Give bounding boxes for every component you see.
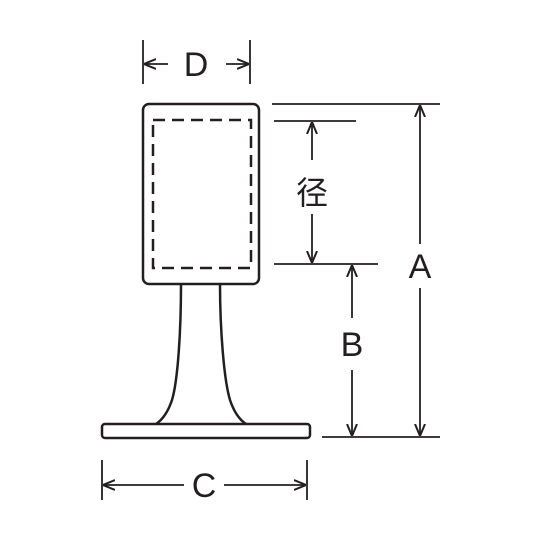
label-c: C — [192, 467, 217, 505]
socket-outer — [141, 102, 261, 286]
label-b: B — [341, 326, 364, 364]
stem — [155, 283, 247, 426]
label-d: D — [184, 46, 209, 84]
label-a: A — [409, 248, 432, 286]
socket-inner-dashed — [151, 118, 253, 270]
label-diameter: 径 — [296, 174, 328, 212]
base-plate — [100, 422, 312, 440]
